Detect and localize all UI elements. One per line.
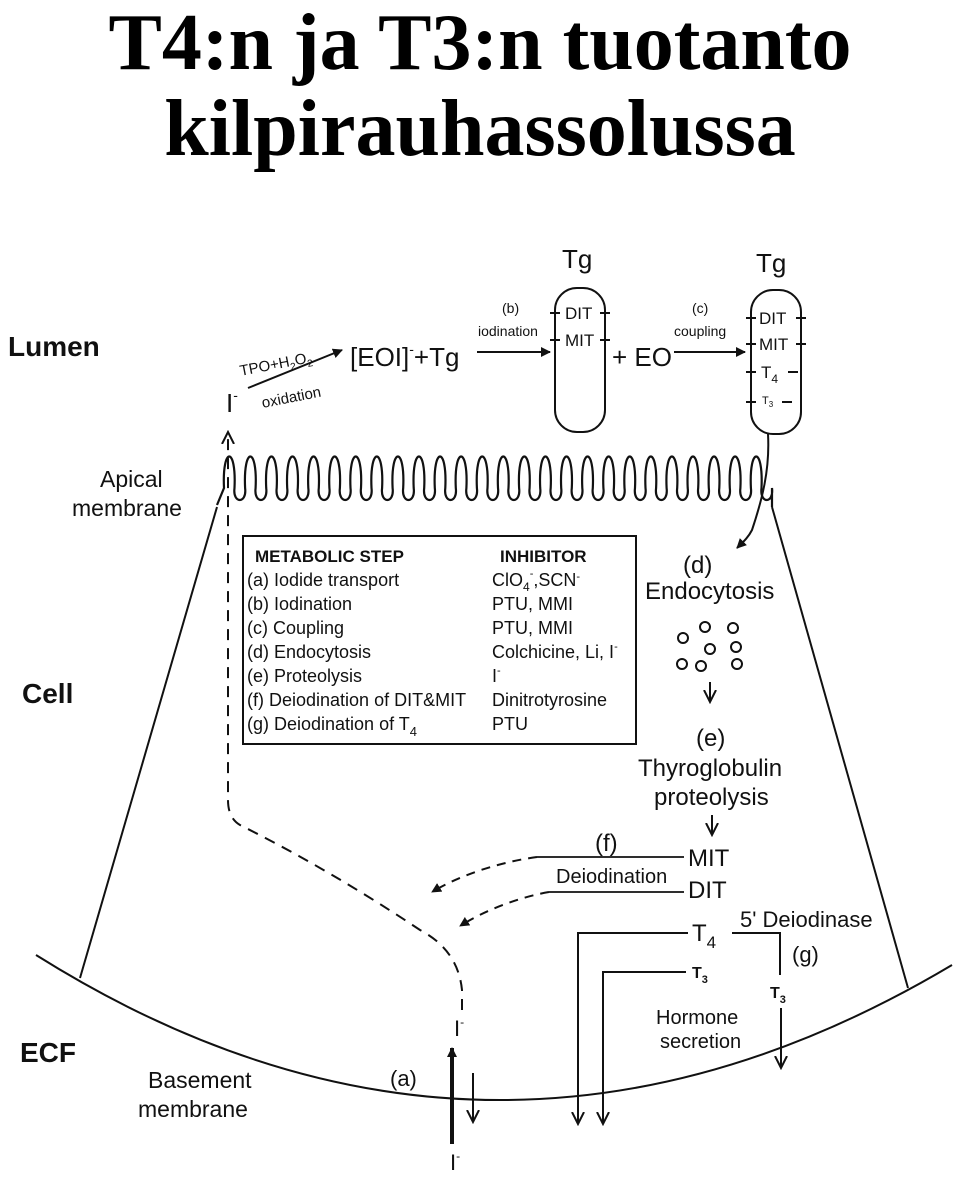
page-title: T4:n ja T3:n tuotanto kilpirauhassolussa <box>0 0 960 172</box>
basement-label-1: Basement <box>148 1067 252 1093</box>
step-f-label: (f) <box>595 830 618 857</box>
table-row-inhibitor: PTU, MMI <box>492 594 573 614</box>
endocytic-vesicles <box>676 621 743 672</box>
eoi-complex: [EOI]-+Tg <box>350 341 459 372</box>
apical-label-1: Apical <box>100 466 163 492</box>
dit-label: DIT <box>688 877 727 904</box>
dit-deiodination-arrow <box>459 891 550 927</box>
step-b-label: (b) <box>502 300 519 316</box>
tg2-t3: T3 <box>762 395 774 409</box>
table-row-step: (f) Deiodination of DIT&MIT <box>247 690 466 710</box>
step-g-label: (g) <box>792 942 819 967</box>
cell-right-wall <box>771 506 909 989</box>
t3-secretion-arrow <box>603 971 686 1124</box>
endocytosis-arrow <box>736 433 770 549</box>
mit-label: MIT <box>688 845 730 872</box>
hormone-label-1: Hormone <box>656 1007 738 1029</box>
tg-label-1: Tg <box>562 244 592 274</box>
tg2-t4: T4 <box>761 363 778 386</box>
oxidation-arrow <box>247 348 343 389</box>
table-row-step: (d) Endocytosis <box>247 642 371 662</box>
t4-label: T4 <box>692 920 716 952</box>
apical-membrane-microvilli <box>215 455 774 507</box>
title-line-2: kilpirauhassolussa <box>164 85 796 173</box>
lumen-iodide: I- <box>226 387 238 418</box>
tg2-dit: DIT <box>759 309 786 328</box>
iodination-label: iodination <box>478 323 538 339</box>
table-row-step: (c) Coupling <box>247 618 344 638</box>
t4-deiodinase-line <box>732 932 781 975</box>
step-d-label: (d) <box>683 552 712 579</box>
proteolysis-label-1: Thyroglobulin <box>638 755 782 782</box>
step-c-label: (c) <box>692 300 708 316</box>
iodide-dashed-path <box>228 432 463 1010</box>
t3-deiodinase-product: T3 <box>770 985 786 1006</box>
thyroglobulin-iodinated <box>554 287 606 433</box>
proteolysis-label-2: proteolysis <box>654 784 769 811</box>
table-row-inhibitor: PTU <box>492 714 528 734</box>
hormone-label-2: secretion <box>660 1031 741 1053</box>
table-row-step: (a) Iodide transport <box>247 570 399 590</box>
table-row-step: (e) Proteolysis <box>247 666 362 686</box>
table-row-step: (b) Iodination <box>247 594 352 614</box>
table-row-inhibitor: ClO4-,SCN- <box>492 568 580 594</box>
metabolic-step-table <box>242 535 637 745</box>
apical-label-2: membrane <box>72 495 182 521</box>
endocytosis-label: Endocytosis <box>645 578 774 605</box>
table-row-inhibitor: Colchicine, Li, I- <box>492 641 618 662</box>
ecf-iodide: I- <box>450 1149 460 1175</box>
thyroglobulin-coupled <box>750 289 802 435</box>
step-a-label: (a) <box>390 1066 417 1091</box>
basement-label-2: membrane <box>138 1096 248 1122</box>
coupling-label: coupling <box>674 323 726 339</box>
t3-label: T3 <box>692 965 708 986</box>
tg1-dit: DIT <box>565 304 592 323</box>
region-label-cell: Cell <box>22 678 73 709</box>
deiodinase-label: 5' Deiodinase <box>740 907 873 932</box>
table-row-step: (g) Deiodination of T4 <box>247 714 417 739</box>
plus-eo: + EO <box>612 342 672 372</box>
title-line-1: T4:n ja T3:n tuotanto <box>108 0 852 87</box>
table-header-step: METABOLIC STEP <box>255 547 404 566</box>
deiodination-label: Deiodination <box>556 866 667 888</box>
tg2-mit: MIT <box>759 335 788 354</box>
table-row-inhibitor: Dinitrotyrosine <box>492 690 607 710</box>
tg-label-2: Tg <box>756 248 786 278</box>
tg1-mit: MIT <box>565 331 594 350</box>
region-label-ecf: ECF <box>20 1037 76 1068</box>
t4-secretion-arrow <box>578 932 688 1124</box>
table-row-inhibitor: I- <box>492 665 501 686</box>
cell-left-wall <box>79 506 218 979</box>
oxidation-label: oxidation <box>260 384 322 412</box>
basement-membrane <box>35 954 953 1101</box>
cell-iodide: I- <box>454 1015 464 1041</box>
region-label-lumen: Lumen <box>8 331 100 362</box>
svg-text:oxidation: oxidation <box>260 384 322 412</box>
mit-deiodination-arrow <box>431 856 538 893</box>
table-row-inhibitor: PTU, MMI <box>492 618 573 638</box>
table-header-inhibitor: INHIBITOR <box>500 547 587 566</box>
step-e-label: (e) <box>696 725 725 752</box>
